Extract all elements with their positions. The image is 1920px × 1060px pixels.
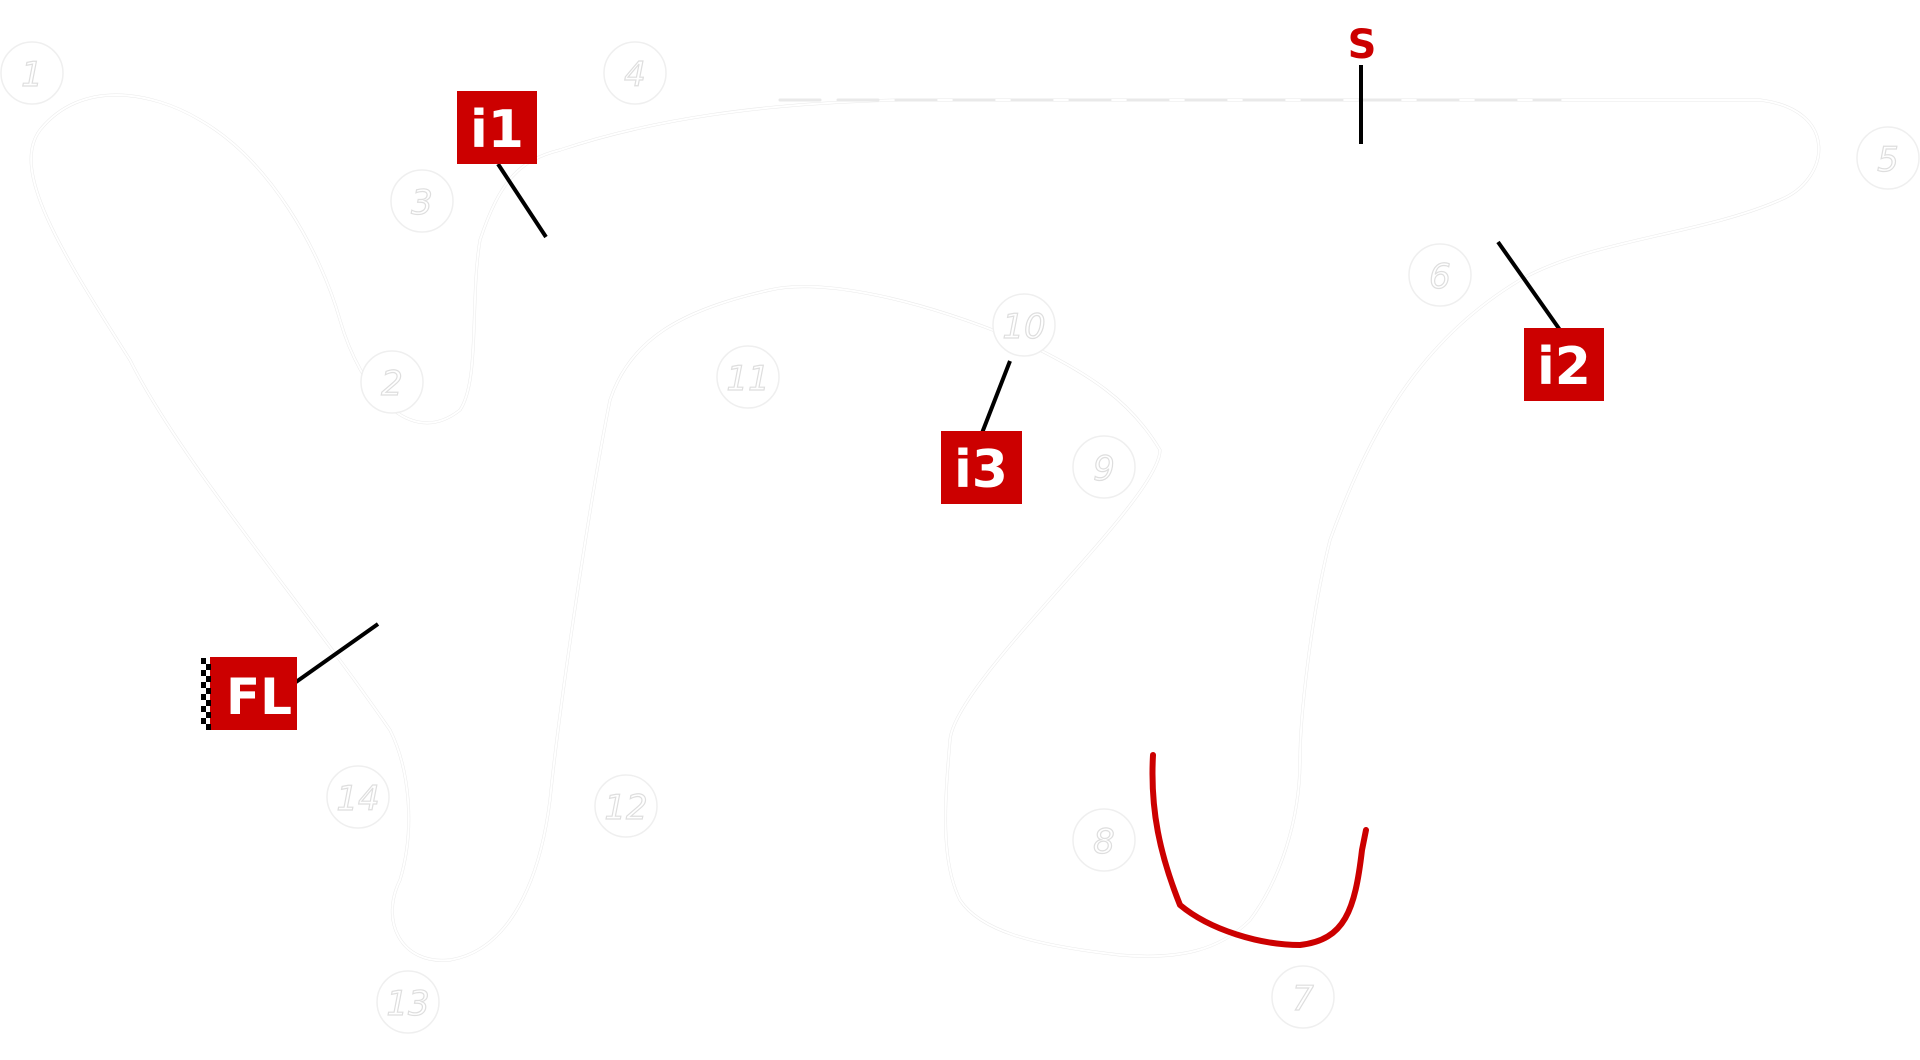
fl-leader-line	[294, 622, 380, 684]
turn-1-marker: 1	[0, 41, 64, 105]
turn-7-label: 7	[1292, 979, 1314, 1019]
turn-7-marker: 7	[1271, 965, 1335, 1029]
turn-10-label: 10	[1002, 307, 1045, 347]
i2-label: i2	[1537, 337, 1591, 397]
i1-marker: i1	[457, 91, 548, 239]
i1-label: i1	[470, 100, 524, 160]
turn-13-label: 13	[386, 984, 429, 1024]
i2-leader-line	[1496, 240, 1562, 332]
turn-11-label: 11	[726, 359, 769, 399]
fl-marker: FL	[201, 622, 380, 730]
i3-marker: i3	[941, 360, 1022, 504]
turn-1-label: 1	[21, 55, 43, 95]
i1-badge	[457, 91, 537, 164]
i1-leader-line	[496, 162, 548, 239]
turn-14-label: 14	[336, 779, 379, 819]
checkered-flag-icon	[201, 657, 211, 730]
i3-label: i3	[954, 440, 1008, 500]
highlighted-sector	[1149, 752, 1369, 948]
start-label: S	[1348, 22, 1377, 68]
turn-8-label: 8	[1093, 822, 1115, 862]
turn-4-label: 4	[624, 55, 646, 95]
turn-9-label: 9	[1093, 449, 1115, 489]
turn-3-label: 3	[411, 183, 433, 223]
turn-6-marker: 6	[1408, 243, 1472, 307]
i3-leader-line	[980, 360, 1012, 434]
turn-6-label: 6	[1429, 257, 1451, 297]
fl-label: FL	[226, 668, 292, 726]
turn-2-marker: 2	[360, 350, 424, 414]
turn-3-marker: 3	[390, 169, 454, 233]
turn-9-marker: 9	[1072, 435, 1136, 499]
turn-8-marker: 8	[1072, 808, 1136, 872]
i2-marker: i2	[1496, 240, 1604, 401]
turn-14-marker: 14	[326, 765, 390, 829]
fl-badge	[210, 657, 297, 730]
turn-markers: 1 2 3 4 5 6 7 8 9 10 11 12 13 14	[0, 41, 1920, 1034]
start-marker: S	[1348, 22, 1377, 144]
turn-10-marker: 10	[992, 293, 1056, 357]
turn-4-marker: 4	[603, 41, 667, 105]
turn-5-marker: 5	[1856, 126, 1920, 190]
turn-12-label: 12	[604, 788, 647, 828]
track-outline	[29, 93, 1821, 962]
turn-12-marker: 12	[594, 774, 658, 838]
turn-11-marker: 11	[716, 345, 780, 409]
i2-badge	[1524, 328, 1604, 401]
turn-2-label: 2	[381, 364, 403, 404]
i3-badge	[941, 431, 1022, 504]
turn-13-marker: 13	[376, 970, 440, 1034]
turn-5-label: 5	[1877, 140, 1899, 180]
